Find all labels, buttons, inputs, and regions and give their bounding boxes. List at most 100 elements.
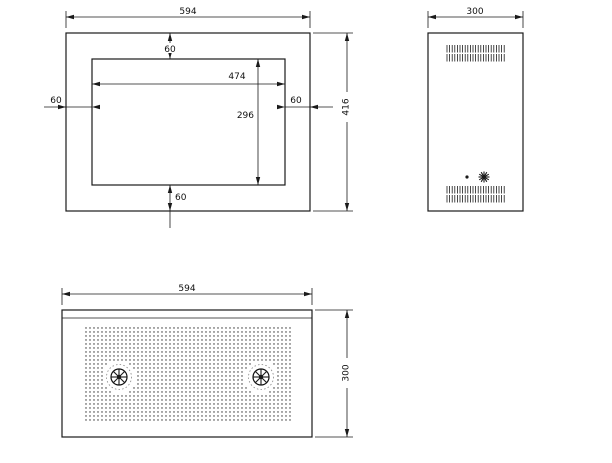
- perforation-dot: [101, 399, 103, 401]
- perforation-dot: [213, 419, 215, 421]
- perforation-dot: [225, 359, 227, 361]
- perforation-dot: [217, 379, 219, 381]
- perforation-dot: [189, 399, 191, 401]
- perforation-dot: [153, 347, 155, 349]
- perforation-dot: [97, 339, 99, 341]
- perforation-dot: [165, 391, 167, 393]
- perforation-dot: [85, 375, 87, 377]
- dim-bottom-width: 594: [61, 284, 313, 305]
- perforation-dot: [117, 403, 119, 405]
- perforation-dot: [289, 403, 291, 405]
- perforation-dot: [125, 407, 127, 409]
- perforation-dot: [249, 347, 251, 349]
- perforation-dot: [285, 419, 287, 421]
- perforation-dot: [185, 331, 187, 333]
- perforation-dot: [285, 411, 287, 413]
- perforation-dot: [193, 419, 195, 421]
- perforation-dot: [109, 359, 111, 361]
- perforation-dot: [277, 383, 279, 385]
- perforation-dot: [181, 327, 183, 329]
- perforation-dot: [193, 371, 195, 373]
- perforation-dot: [197, 383, 199, 385]
- perforation-dot: [225, 403, 227, 405]
- perforation-dot: [241, 383, 243, 385]
- front-opening: [91, 58, 286, 186]
- perforation-dot: [121, 339, 123, 341]
- perforation-dot: [281, 375, 283, 377]
- perforation-dot: [173, 379, 175, 381]
- perforation-dot: [121, 347, 123, 349]
- perforation-dot: [229, 387, 231, 389]
- perforation-dot: [157, 407, 159, 409]
- perforation-dot: [197, 415, 199, 417]
- perforation-dot: [217, 355, 219, 357]
- perforation-dot: [249, 395, 251, 397]
- perforation-dot: [233, 395, 235, 397]
- perforation-dot: [189, 363, 191, 365]
- perforation-dot: [201, 331, 203, 333]
- perforation-dot: [185, 351, 187, 353]
- perforation-dot: [105, 327, 107, 329]
- perforation-dot: [157, 363, 159, 365]
- perforation-dot: [249, 391, 251, 393]
- perforation-dot: [277, 411, 279, 413]
- perforation-dot: [161, 407, 163, 409]
- perforation-dot: [185, 327, 187, 329]
- perforation-dot: [229, 347, 231, 349]
- dim-label: 594: [179, 7, 196, 17]
- perforation-dot: [281, 371, 283, 373]
- perforation-dot: [173, 415, 175, 417]
- perforation-dot: [221, 387, 223, 389]
- perforation-dot: [201, 375, 203, 377]
- perforation-dot: [253, 343, 255, 345]
- perforation-dot: [213, 351, 215, 353]
- perforation-dot: [85, 359, 87, 361]
- perforation-dot: [141, 355, 143, 357]
- perforation-dot: [249, 363, 251, 365]
- perforation-dot: [89, 375, 91, 377]
- perforation-dot: [93, 379, 95, 381]
- perforation-dot: [101, 371, 103, 373]
- perforation-dot: [177, 403, 179, 405]
- perforation-dot: [273, 387, 275, 389]
- arrowhead: [310, 104, 318, 110]
- perforation-dot: [193, 363, 195, 365]
- perforation-dot: [173, 343, 175, 345]
- perforation-dot: [97, 399, 99, 401]
- perforation-dot: [237, 339, 239, 341]
- perforation-dot: [285, 347, 287, 349]
- perforation-dot: [153, 339, 155, 341]
- perforation-dot: [229, 379, 231, 381]
- perforation-dot: [121, 343, 123, 345]
- perforation-dot: [233, 343, 235, 345]
- perforation-dot: [261, 359, 263, 361]
- perforation-dot: [101, 379, 103, 381]
- perforation-dot: [225, 379, 227, 381]
- dim-front-overall-width: 594: [65, 7, 311, 28]
- perforation-dot: [165, 387, 167, 389]
- perforation-dot: [245, 387, 247, 389]
- perforation-dot: [137, 387, 139, 389]
- perforation-dot: [225, 355, 227, 357]
- perforation-dot: [233, 347, 235, 349]
- perforation-dot: [205, 383, 207, 385]
- perforation-dot: [229, 363, 231, 365]
- perforation-dot: [125, 419, 127, 421]
- perforation-dot: [141, 387, 143, 389]
- perforation-dot: [189, 331, 191, 333]
- perforation-dot: [229, 383, 231, 385]
- perforation-dot: [157, 351, 159, 353]
- perforation-dot: [209, 355, 211, 357]
- perforation-dot: [145, 367, 147, 369]
- perforation-dot: [89, 335, 91, 337]
- perforation-dot: [269, 359, 271, 361]
- perforation-dot: [265, 403, 267, 405]
- perforation-dot: [157, 347, 159, 349]
- perforation-dot: [217, 359, 219, 361]
- perforation-dot: [189, 327, 191, 329]
- perforation-dot: [225, 411, 227, 413]
- perforation-dot: [137, 383, 139, 385]
- perforation-dot: [193, 343, 195, 345]
- perforation-dot: [201, 343, 203, 345]
- perforation-dot: [177, 415, 179, 417]
